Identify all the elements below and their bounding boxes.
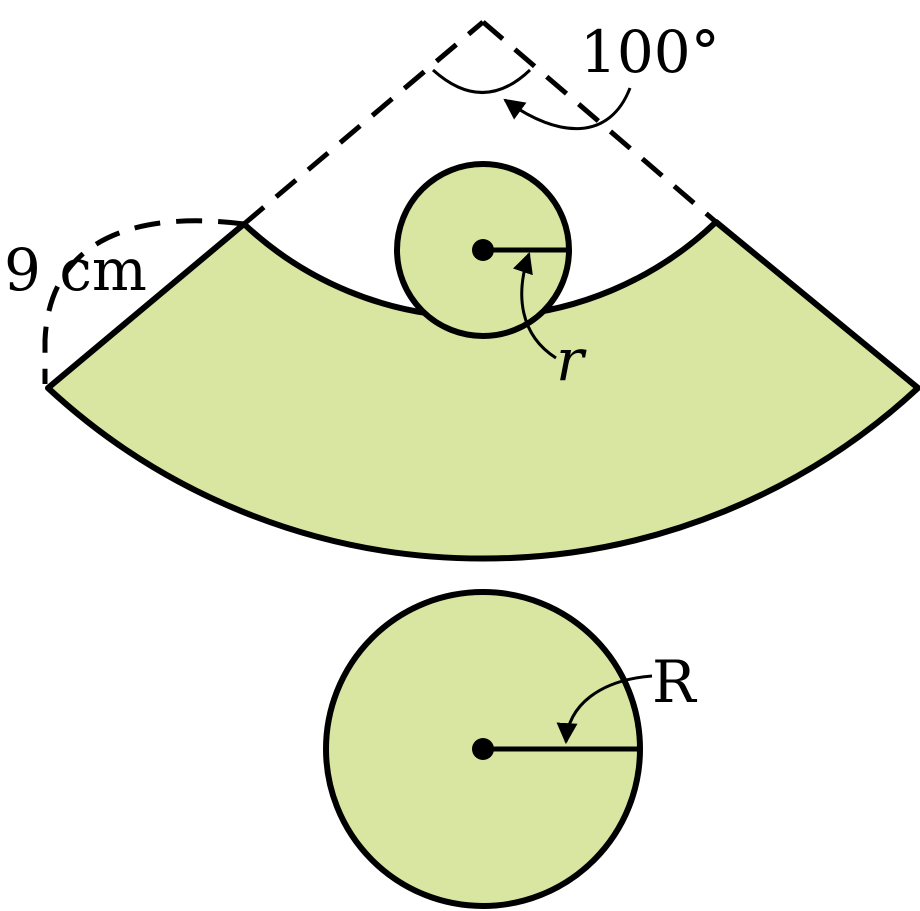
- apex-angle-arc: [431, 68, 532, 94]
- slant-length-label: 9 cm: [4, 236, 147, 304]
- apex-dashed-right: [481, 20, 718, 224]
- small-radius-label: r: [556, 326, 587, 394]
- small-radius-pointer: [512, 252, 557, 360]
- angle-pointer-arrow: [503, 87, 632, 130]
- large-center-dot: [472, 738, 494, 760]
- apex-dashed-left: [242, 20, 485, 226]
- large-radius-label: R: [652, 648, 698, 716]
- angle-label: 100°: [580, 18, 720, 86]
- slant-length-bracket: [42, 218, 245, 384]
- small-center-dot: [472, 239, 494, 261]
- large-radius-pointer: [556, 674, 653, 745]
